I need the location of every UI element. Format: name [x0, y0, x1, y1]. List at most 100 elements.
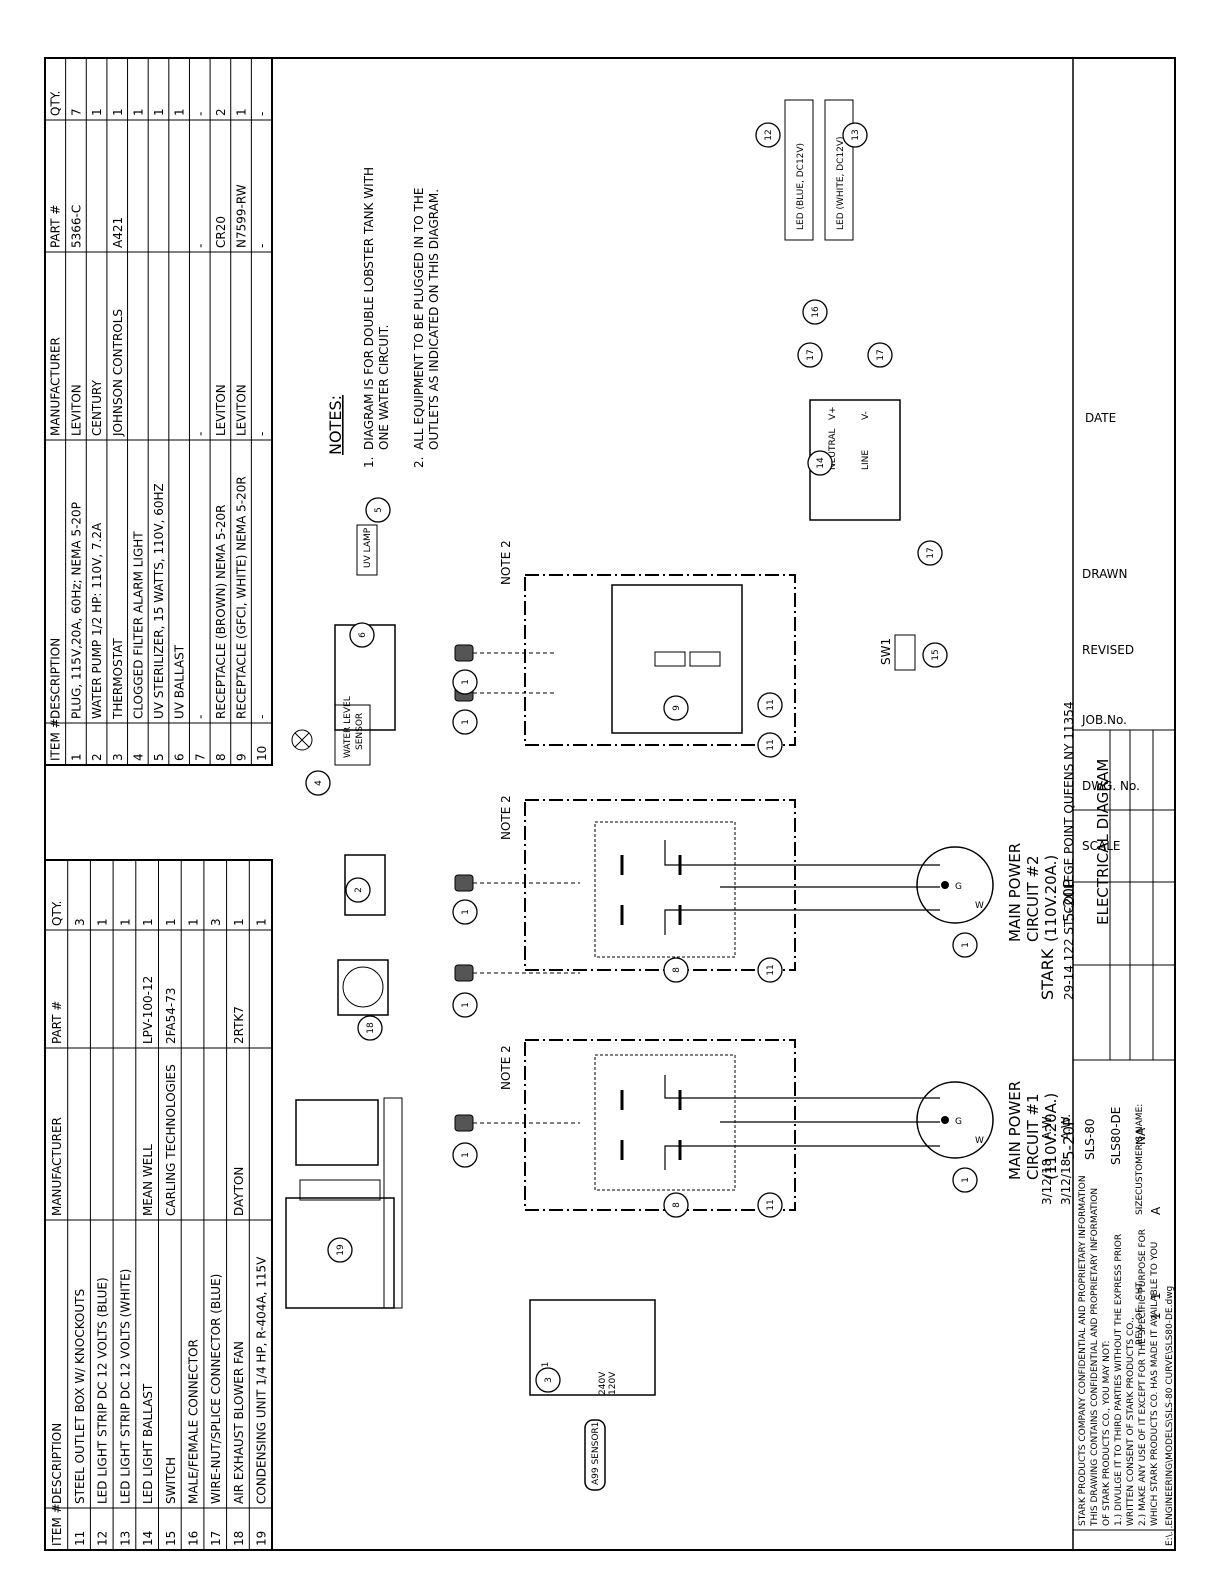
- table-cell: WATER PUMP 1/2 HP: 110V, 7.2A: [90, 522, 104, 719]
- balloon-1: [452, 899, 478, 925]
- svg-text:(110V.20A.): (110V.20A.): [1042, 1093, 1060, 1180]
- table-cell: STEEL OUTLET BOX W/ KNOCKOUTS: [73, 1289, 87, 1504]
- table-cell: MEAN WELL: [141, 1144, 155, 1216]
- table-cell: 11: [73, 1531, 87, 1546]
- receptacle-8b: [594, 821, 736, 958]
- outlet-box-3: [524, 574, 796, 746]
- balloon-2: [345, 877, 371, 903]
- table-cell: -: [255, 112, 269, 116]
- table-cell: -: [255, 715, 269, 719]
- table-header: MANUFACTURER: [48, 337, 62, 436]
- sht-label: SHT.: [1135, 1280, 1145, 1300]
- balloon-label: 11: [766, 1199, 776, 1210]
- balloon-1: [452, 992, 478, 1018]
- balloon-label: 8: [672, 1202, 682, 1208]
- balloon-1: [952, 1167, 978, 1193]
- confidential-line: THIS DRAWING CONTAINS CONFIDENTIAL AND P…: [1090, 1188, 1100, 1527]
- note-1-num: 1.: [362, 457, 376, 468]
- table-cell: 1: [173, 108, 187, 116]
- table-cell: CARLING TECHNOLOGIES: [164, 1064, 178, 1216]
- balloon-17: [917, 540, 943, 566]
- confidential-line: 2.) MAKE ANY USE OF IT EXCEPT FOR THE SP…: [1138, 1229, 1148, 1526]
- table-cell: 7: [193, 753, 207, 761]
- table-cell: CR20: [214, 216, 228, 248]
- company-name: STARK: [1038, 948, 1057, 1000]
- thermostat-box: [529, 1299, 656, 1396]
- diagram-page-coords: G G W W MAI: [285, 99, 1163, 1491]
- balloon-1: [952, 932, 978, 958]
- balloon-label: 3: [544, 1377, 554, 1383]
- table-cell: 1: [141, 918, 155, 926]
- table-cell: DAYTON: [232, 1167, 246, 1216]
- plug-1-g: G: [955, 1117, 962, 1127]
- balloon-label: 17: [876, 349, 886, 360]
- condensing-unit-body: [285, 1197, 395, 1309]
- balloon-label: 1: [961, 942, 971, 948]
- svg-text:(110V.20A.): (110V.20A.): [1042, 855, 1060, 942]
- driver-neutral: NEUTRAL: [828, 428, 838, 470]
- table-cell: -: [255, 244, 269, 248]
- thermostat-volts-120: 120V: [608, 1371, 618, 1395]
- balloon-14: [807, 450, 833, 476]
- table-cell: UV BALLAST: [173, 644, 187, 719]
- balloon-15: [922, 642, 948, 668]
- table-cell: 12: [96, 1531, 110, 1546]
- table-cell: 2: [214, 108, 228, 116]
- outlet-box-1: [524, 1039, 796, 1211]
- driver-line: LINE: [861, 450, 871, 470]
- plug-connectors: [454, 644, 474, 1132]
- balloon-4: [305, 770, 331, 796]
- note-1-line-1: DIAGRAM IS FOR DOUBLE LOBSTER TANK WITH: [362, 167, 376, 450]
- balloon-1: [452, 709, 478, 735]
- scale-value: NA: [1134, 1127, 1148, 1145]
- fan-circle: [342, 966, 384, 1008]
- table-cell: 18: [232, 1531, 246, 1546]
- balloon-label: 1: [961, 1177, 971, 1183]
- balloon-9: [663, 695, 689, 721]
- balloon-label: 6: [358, 632, 368, 638]
- led-strip-blue: [784, 99, 814, 241]
- sensor-label: A99 SENSOR1: [591, 1422, 601, 1485]
- table-cell: LED LIGHT BALLAST: [141, 1383, 155, 1504]
- balloon-11: [757, 1192, 783, 1218]
- table-cell: A421: [111, 217, 125, 248]
- confidential-line: OF STARK PRODUCTS CO., YOU MAY NOT:: [1102, 1340, 1112, 1526]
- balloon-3: [535, 1367, 561, 1393]
- table-cell: 1: [69, 753, 83, 761]
- balloon-18: [357, 1015, 383, 1041]
- table-header: QTY.: [50, 901, 64, 927]
- table-cell: -: [255, 432, 269, 436]
- balloon-11: [757, 692, 783, 718]
- main-power-wires: [664, 840, 940, 1170]
- circuit-1-label: MAIN POWER CIRCUIT #1 (110V.20A.) 5-20P: [1006, 1081, 1078, 1180]
- svg-text:CIRCUIT #2: CIRCUIT #2: [1024, 856, 1042, 943]
- water-sensor-label-1: WATER LEVEL: [343, 696, 353, 758]
- table-cell: MALE/FEMALE CONNECTOR: [187, 1339, 201, 1504]
- rev-label: REV.: [1135, 1325, 1145, 1345]
- balloon-8: [663, 1192, 689, 1218]
- water-level-sensor: [334, 704, 371, 766]
- table-cell: WIRE-NUT/SPLICE CONNECTOR (BLUE): [209, 1274, 223, 1504]
- balloon-17: [797, 342, 823, 368]
- table-cell: -: [193, 432, 207, 436]
- switch-label: SW1: [879, 638, 893, 665]
- table-cell: LEVITON: [69, 384, 83, 436]
- table-cell: N7599-RW: [235, 184, 249, 248]
- main-power-plug-2: [916, 846, 994, 924]
- svg-text:MAIN POWER: MAIN POWER: [1006, 1081, 1024, 1180]
- balloon-19: [327, 1237, 353, 1263]
- driver-vplus: V+: [828, 406, 838, 420]
- table-header: QTY.: [48, 91, 62, 117]
- balloon-label: 18: [366, 1022, 376, 1034]
- condensing-unit-base: [383, 1097, 403, 1309]
- table-cell: 5: [152, 753, 166, 761]
- balloon-label: 5: [374, 507, 384, 513]
- balloon-label: 2: [354, 887, 364, 893]
- table-cell: 2: [90, 753, 104, 761]
- table-header: PART #: [48, 205, 62, 248]
- dwg-no: SLS80-DE: [1109, 1107, 1123, 1165]
- table-cell: 1: [255, 918, 269, 926]
- table-cell: RECEPTACLE (BROWN) NEMA 5-20R: [214, 504, 228, 719]
- revised-date: 3/12/18: [1059, 1159, 1073, 1205]
